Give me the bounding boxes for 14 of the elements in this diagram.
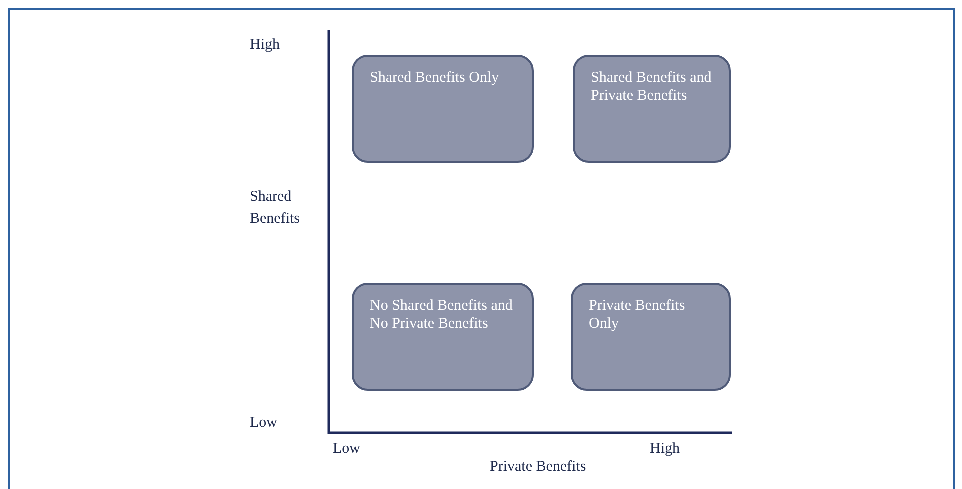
quadrant-label: Private Benefits Only (589, 297, 686, 333)
axis-tick-label: Low (250, 414, 278, 433)
quadrant-box (352, 283, 534, 391)
axis-tick-label: Low (333, 440, 360, 459)
quadrant-box (352, 55, 534, 163)
quadrant-label: No Shared Benefits and No Private Benefits (370, 297, 514, 333)
quadrant-box (571, 283, 731, 391)
axis-title: Shared Benefits (250, 188, 301, 229)
axis-title: Private Benefits (490, 458, 586, 477)
quadrant-label: Shared Benefits and Private Benefits (591, 69, 713, 105)
axis-tick-label: High (250, 36, 280, 55)
quadrant-box (573, 55, 731, 163)
axis-tick-label: High (650, 440, 680, 459)
quadrant-label: Shared Benefits Only (370, 69, 500, 87)
